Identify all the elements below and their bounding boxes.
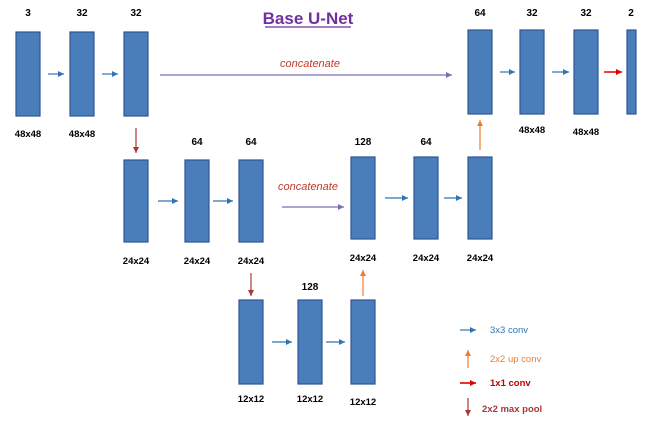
dec1-conv1-channels: 32 [526,8,538,19]
legend-label-maxpool: 2x2 max pool [482,404,542,415]
dec2-concat-channels: 128 [355,137,372,148]
enc2-size-b: 24x24 [184,256,211,267]
bottleneck-size-b: 12x12 [297,394,323,405]
enc2-conv2-channels: 64 [245,137,257,148]
concatenate-label-l1: concatenate [280,58,340,70]
enc2-size-a: 24x24 [123,256,150,267]
dec2-concat-block [350,156,376,240]
enc1-conv2-channels: 32 [130,8,142,19]
enc2-size-c: 24x24 [238,256,265,267]
enc1-input-block [15,31,41,117]
legend-label-upconv: 2x2 up conv [490,354,541,365]
output-channels: 2 [628,8,634,19]
dec2-conv2-block [467,156,493,240]
bottleneck-pool-block [238,299,264,385]
dec1-conv2-block [573,29,599,115]
bottleneck-conv2-block [350,299,376,385]
dec1-conv2-channels: 32 [580,8,592,19]
bottleneck-conv1-block [297,299,323,385]
dec1-concat-block [467,29,493,115]
legend: 3x3 conv 2x2 up conv 1x1 conv 2x2 max po… [460,325,542,416]
dec2-size-b: 24x24 [413,253,440,264]
dec1-concat-channels: 64 [474,8,486,19]
enc1-input-channels: 3 [25,8,31,19]
enc1-conv2-block [123,31,149,117]
dec2-conv1-channels: 64 [420,137,432,148]
enc2-conv1-channels: 64 [191,137,203,148]
enc1-conv1-block [69,31,95,117]
bottleneck-size-a: 12x12 [238,394,264,405]
enc1-conv1-channels: 32 [76,8,88,19]
dec2-size-a: 24x24 [350,253,377,264]
enc2-pool-block [123,159,149,243]
bottleneck-size-c: 12x12 [350,397,376,408]
dec2-size-c: 24x24 [467,253,494,264]
dec1-size-b: 48x48 [573,127,599,138]
output-block [626,29,637,115]
dec1-conv1-block [519,29,545,115]
legend-label-1x1-conv: 1x1 conv [490,378,531,389]
enc1-size-b: 48x48 [69,129,95,140]
enc2-conv2-block [238,159,264,243]
concatenate-label-l2: concatenate [278,181,338,193]
bottleneck-channels: 128 [302,282,319,293]
dec1-size-a: 48x48 [519,125,545,136]
dec2-conv1-block [413,156,439,240]
legend-label-conv: 3x3 conv [490,325,528,336]
enc2-conv1-block [184,159,210,243]
diagram-title: Base U-Net [263,9,354,28]
enc1-size-a: 48x48 [15,129,41,140]
